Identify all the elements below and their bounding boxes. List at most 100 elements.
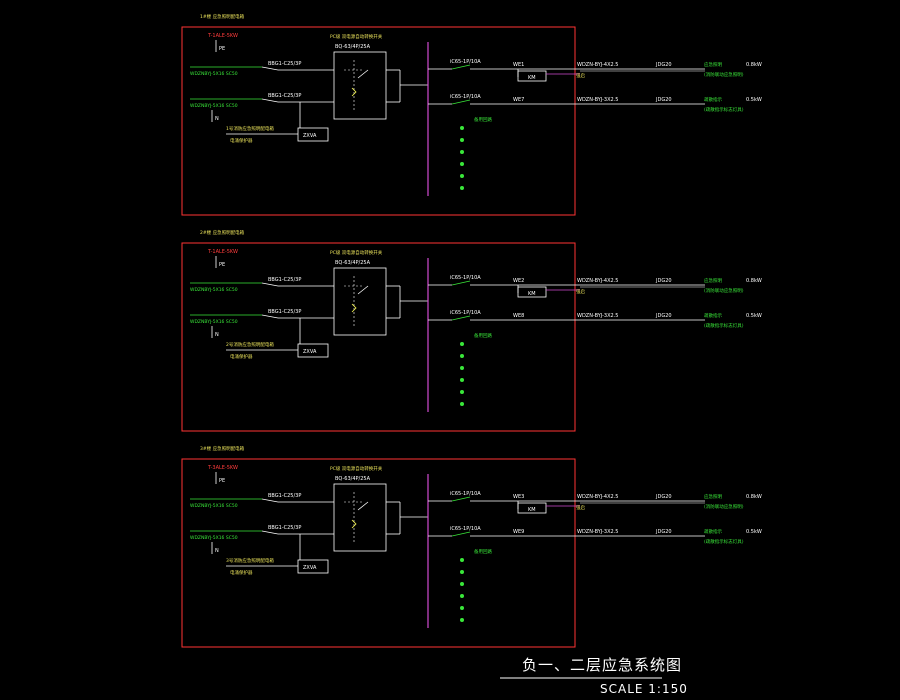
ats-arrow-icon [351, 519, 357, 529]
pe-label: PE [219, 478, 225, 484]
circuit-breaker-blade [451, 315, 471, 321]
feeder-breaker-blade [261, 66, 279, 71]
panel-header: 1#楼 应急照明配电箱 [200, 13, 245, 20]
panel-frame [181, 242, 576, 432]
box-id-label: T-1ALE-5KW [207, 249, 238, 255]
circuit-breaker-label: iC65-1P/10A [450, 491, 481, 497]
pe-label: PE [219, 46, 225, 52]
circuit-note: (消防联动应急照明) [704, 71, 744, 78]
circuit-id-label: WE3 [513, 494, 524, 500]
spare-label: 备用回路 [474, 332, 492, 339]
circuit-note: (消防联动应急照明) [704, 287, 744, 294]
ats-note: PC级 双电源自动转换开关 [330, 249, 383, 256]
feeder-cable-label: WDZNBYJ-5X16 SC50 [190, 535, 238, 541]
circuit-load-label: 疏散指示 [704, 96, 722, 103]
feeder-breaker-blade [261, 282, 279, 287]
panels-layer: 1#楼 应急照明配电箱 T-1ALE-5KW PE N BBG1-C25/3P WDZNB… [181, 13, 762, 648]
contactor-sub-label: 强启 [576, 288, 585, 295]
circuit-note: (疏散指示标志灯具) [704, 322, 744, 329]
circuit-breaker-label: iC65-1P/10A [450, 94, 481, 100]
spare-dot [460, 558, 464, 562]
spd-box [297, 343, 329, 358]
contactor-sub-label: 强启 [576, 504, 585, 511]
spd-note: 2号消防应急照明配电箱 [226, 341, 274, 348]
spare-dot [460, 126, 464, 130]
circuit-conduit-label: JDG20 [655, 529, 672, 535]
contactor-box [517, 70, 547, 82]
circuit-note: (疏散指示标志灯具) [704, 106, 744, 113]
ats-contact [357, 285, 369, 295]
circuit-breaker-blade [451, 280, 471, 286]
circuit-load-label: 应急照明 [704, 61, 722, 68]
n-label: N [215, 332, 219, 338]
circuit-id-label: WE2 [513, 278, 524, 284]
circuit-id-label: WE9 [513, 529, 524, 535]
spare-dot [460, 138, 464, 142]
spare-dot [460, 174, 464, 178]
spare-dot [460, 570, 464, 574]
circuit-cable-label: WDZN-BYJ-3X2.5 [577, 97, 618, 103]
circuit-power-label: 0.8kW [746, 278, 762, 284]
feeder-cable-label: WDZNBYJ-5X16 SC50 [190, 103, 238, 109]
feeder-breaker-blade [261, 530, 279, 535]
contactor-box [517, 286, 547, 298]
ats-model: BQ-63/4P/25A [335, 476, 371, 482]
feeder-breaker-label: BBG1-C25/3P [268, 309, 301, 315]
ats-arrow-icon [351, 87, 357, 97]
contactor-label: KM [528, 75, 536, 81]
spare-dot [460, 390, 464, 394]
circuit-cable-label: WDZN-BYJ-3X2.5 [577, 313, 618, 319]
panel-header: 3#楼 应急照明配电箱 [200, 445, 245, 452]
spare-label: 备用回路 [474, 116, 492, 123]
circuit-conduit-label: JDG20 [655, 313, 672, 319]
panel-1: 1#楼 应急照明配电箱T-1ALE-5KWPENBBG1-C25/3PWDZNB… [181, 13, 762, 216]
drawing-title: 负一、二层应急系统图 [522, 656, 682, 674]
circuit-id-label: WE7 [513, 97, 524, 103]
ats-model: BQ-63/4P/25A [335, 44, 371, 50]
spd-note: 1号消防应急照明配电箱 [226, 125, 274, 132]
circuit-power-label: 0.5kW [746, 529, 762, 535]
title-block: 负一、二层应急系统图 SCALE 1:150 [500, 656, 687, 696]
pe-label: PE [219, 262, 225, 268]
feeder-cable-label: WDZNBYJ-5X16 SC50 [190, 503, 238, 509]
spare-dot [460, 354, 464, 358]
circuit-id-label: WE8 [513, 313, 524, 319]
circuit-cable-label: WDZN-BYJ-4X2.5 [577, 494, 618, 500]
contactor-label: KM [528, 291, 536, 297]
panel-3: 3#楼 应急照明配电箱T-3ALE-5KWPENBBG1-C25/3PWDZNB… [181, 445, 762, 648]
circuit-id-label: WE1 [513, 62, 524, 68]
spare-dot [460, 594, 464, 598]
circuit-conduit-label: JDG20 [655, 62, 672, 68]
feeder-cable-label: WDZNBYJ-5X16 SC50 [190, 287, 238, 293]
feeder-cable-label: WDZNBYJ-5X16 SC50 [190, 319, 238, 325]
spare-label: 备用回路 [474, 548, 492, 555]
spare-dot [460, 618, 464, 622]
circuit-breaker-blade [451, 64, 471, 70]
panel-frame [181, 26, 576, 216]
circuit-breaker-label: iC65-1P/10A [450, 59, 481, 65]
circuit-load-label: 应急照明 [704, 493, 722, 500]
spare-dot [460, 162, 464, 166]
ats-note: PC级 双电源自动转换开关 [330, 33, 383, 40]
spare-dot [460, 186, 464, 190]
spd-note-2: 电涌保护器 [230, 569, 253, 576]
panel-header: 2#楼 应急照明配电箱 [200, 229, 245, 236]
circuit-cable-label: WDZN-BYJ-4X2.5 [577, 278, 618, 284]
spd-note-2: 电涌保护器 [230, 137, 253, 144]
circuit-power-label: 0.5kW [746, 313, 762, 319]
ats-arrow-icon [351, 303, 357, 313]
feeder-breaker-blade [261, 314, 279, 319]
circuit-conduit-label: JDG20 [655, 494, 672, 500]
circuit-conduit-label: JDG20 [655, 278, 672, 284]
circuit-breaker-label: iC65-1P/10A [450, 310, 481, 316]
spd-label: ZXVA [303, 565, 317, 571]
ats-box [333, 483, 387, 552]
circuit-load-label: 疏散指示 [704, 312, 722, 319]
circuit-power-label: 0.5kW [746, 97, 762, 103]
feeder-breaker-label: BBG1-C25/3P [268, 61, 301, 67]
spd-box [297, 127, 329, 142]
spare-dot [460, 150, 464, 154]
circuit-cable-label: WDZN-BYJ-3X2.5 [577, 529, 618, 535]
feeder-breaker-blade [261, 98, 279, 103]
